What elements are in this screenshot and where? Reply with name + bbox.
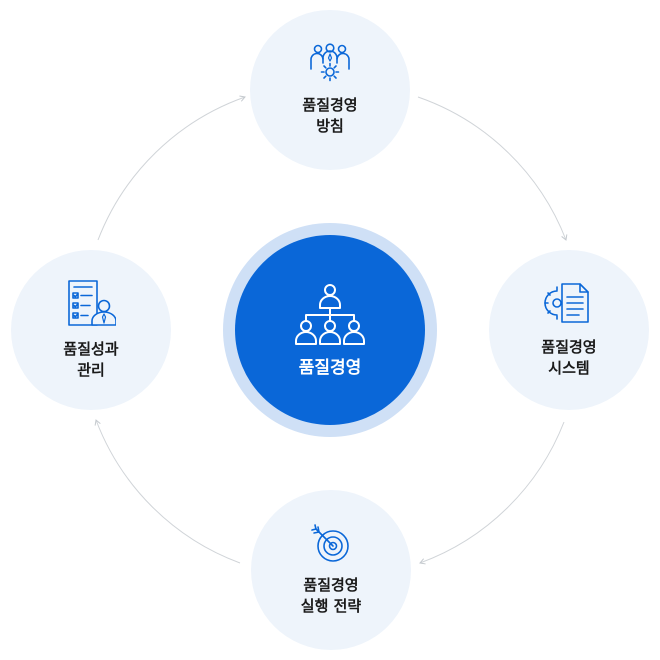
target-icon	[311, 524, 349, 562]
document-gear-icon	[544, 283, 589, 323]
center-node-quality-management: 품질경영	[235, 235, 425, 425]
checklist-person-icon	[68, 280, 116, 326]
node-quality-performance: 품질성과 관리	[11, 250, 171, 410]
arrow-top-to-right	[417, 96, 568, 241]
team-gear-icon	[310, 43, 350, 82]
arrow-right-to-bottom	[419, 421, 565, 565]
node-label: 품질경영 실행 전략	[300, 576, 362, 615]
center-label: 품질경영	[298, 357, 362, 378]
node-quality-system: 품질경영 시스템	[489, 250, 649, 410]
node-label: 품질경영 시스템	[541, 338, 597, 377]
org-chart-icon	[295, 283, 365, 345]
arrow-bottom-to-left	[94, 419, 241, 564]
node-label: 품질경영 방침	[302, 96, 358, 135]
node-quality-strategy: 품질경영 실행 전략	[251, 490, 411, 650]
node-label: 품질성과 관리	[63, 340, 119, 379]
node-quality-policy: 품질경영 방침	[250, 10, 410, 170]
arrow-left-to-top	[97, 95, 246, 241]
